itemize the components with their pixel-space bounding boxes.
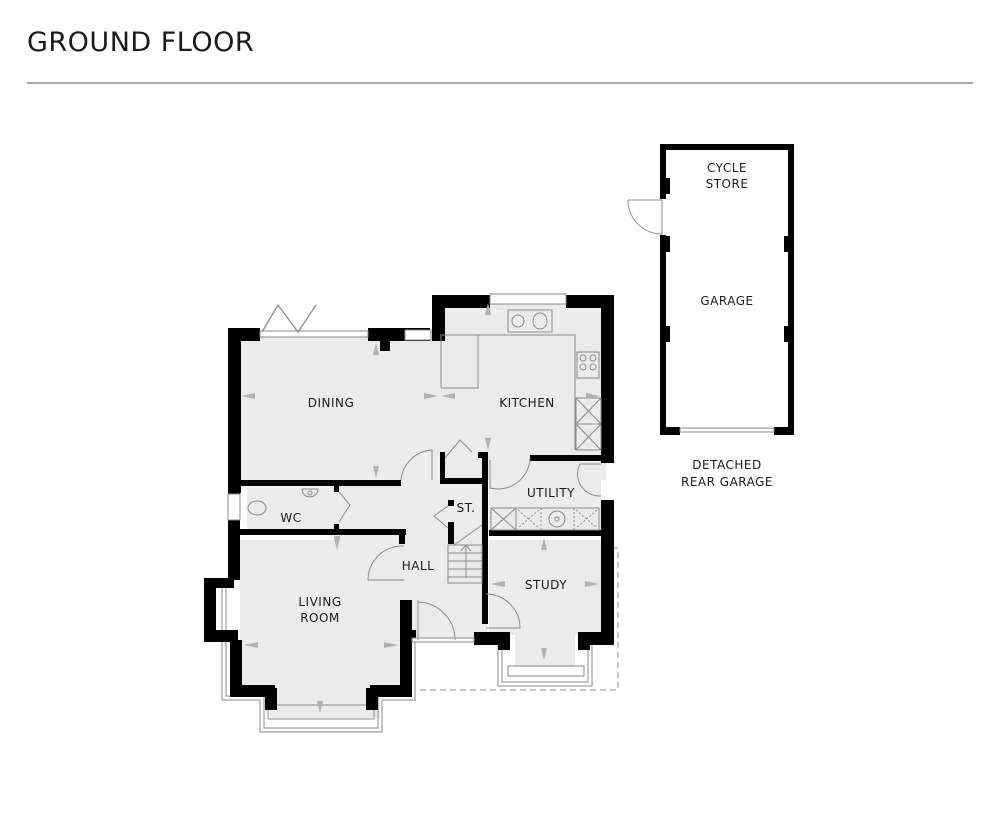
door-swings bbox=[338, 439, 602, 641]
title-divider bbox=[27, 82, 973, 84]
room-label-cycle-1: CYCLE bbox=[707, 161, 747, 175]
room-label-dining: DINING bbox=[308, 396, 355, 410]
wc-fixtures bbox=[247, 488, 319, 516]
garage-walls bbox=[660, 144, 794, 435]
windows bbox=[227, 293, 567, 643]
caption-garage-1: DETACHED bbox=[692, 458, 761, 472]
room-label-kitchen: KITCHEN bbox=[499, 396, 555, 410]
dimension-arrows bbox=[241, 303, 600, 713]
stairs bbox=[447, 524, 483, 584]
room-label-utility: UTILITY bbox=[527, 486, 575, 500]
bay-window-study bbox=[420, 547, 619, 691]
room-label-study: STUDY bbox=[525, 578, 567, 592]
room-label-garage: GARAGE bbox=[700, 294, 753, 308]
room-label-living-1: LIVING bbox=[298, 595, 341, 609]
walls bbox=[204, 295, 614, 710]
room-label-living-2: ROOM bbox=[300, 611, 340, 625]
room-label-hall: HALL bbox=[402, 559, 435, 573]
floor-fill bbox=[238, 302, 606, 718]
utility-fixtures bbox=[490, 507, 600, 531]
kitchen-fixtures bbox=[440, 309, 602, 451]
page-title: GROUND FLOOR bbox=[27, 27, 255, 58]
room-label-cycle-2: STORE bbox=[706, 177, 749, 191]
garage-doors bbox=[627, 199, 775, 433]
bifold-door bbox=[261, 303, 317, 334]
room-label-store: ST. bbox=[457, 501, 476, 515]
room-label-wc: WC bbox=[280, 511, 301, 525]
caption-garage-2: REAR GARAGE bbox=[681, 475, 773, 489]
